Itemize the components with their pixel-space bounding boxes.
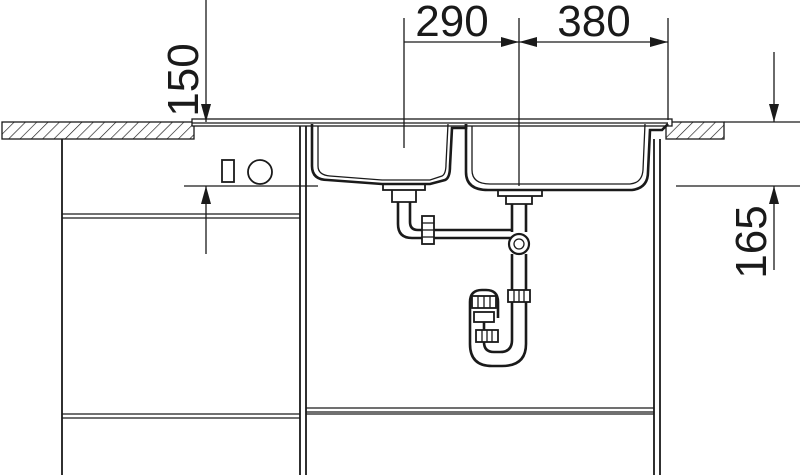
cabinet-right bbox=[306, 139, 661, 475]
dimension-label-290: 290 bbox=[415, 0, 488, 46]
dimension-290-380: 290 380 bbox=[403, 0, 669, 186]
countertop bbox=[1, 118, 725, 140]
dimension-label-380: 380 bbox=[557, 0, 630, 46]
cabinet-left bbox=[61, 126, 307, 475]
dimension-165: 165 bbox=[676, 52, 800, 279]
sink-bowl-left bbox=[310, 123, 468, 186]
siphon-plumbing bbox=[382, 183, 543, 368]
electrical-socket bbox=[221, 159, 273, 185]
dimension-label-165: 165 bbox=[727, 205, 776, 278]
sink-bowl-right bbox=[464, 123, 669, 192]
dimension-label-150: 150 bbox=[159, 43, 208, 116]
dimension-150: 150 bbox=[159, 0, 318, 254]
